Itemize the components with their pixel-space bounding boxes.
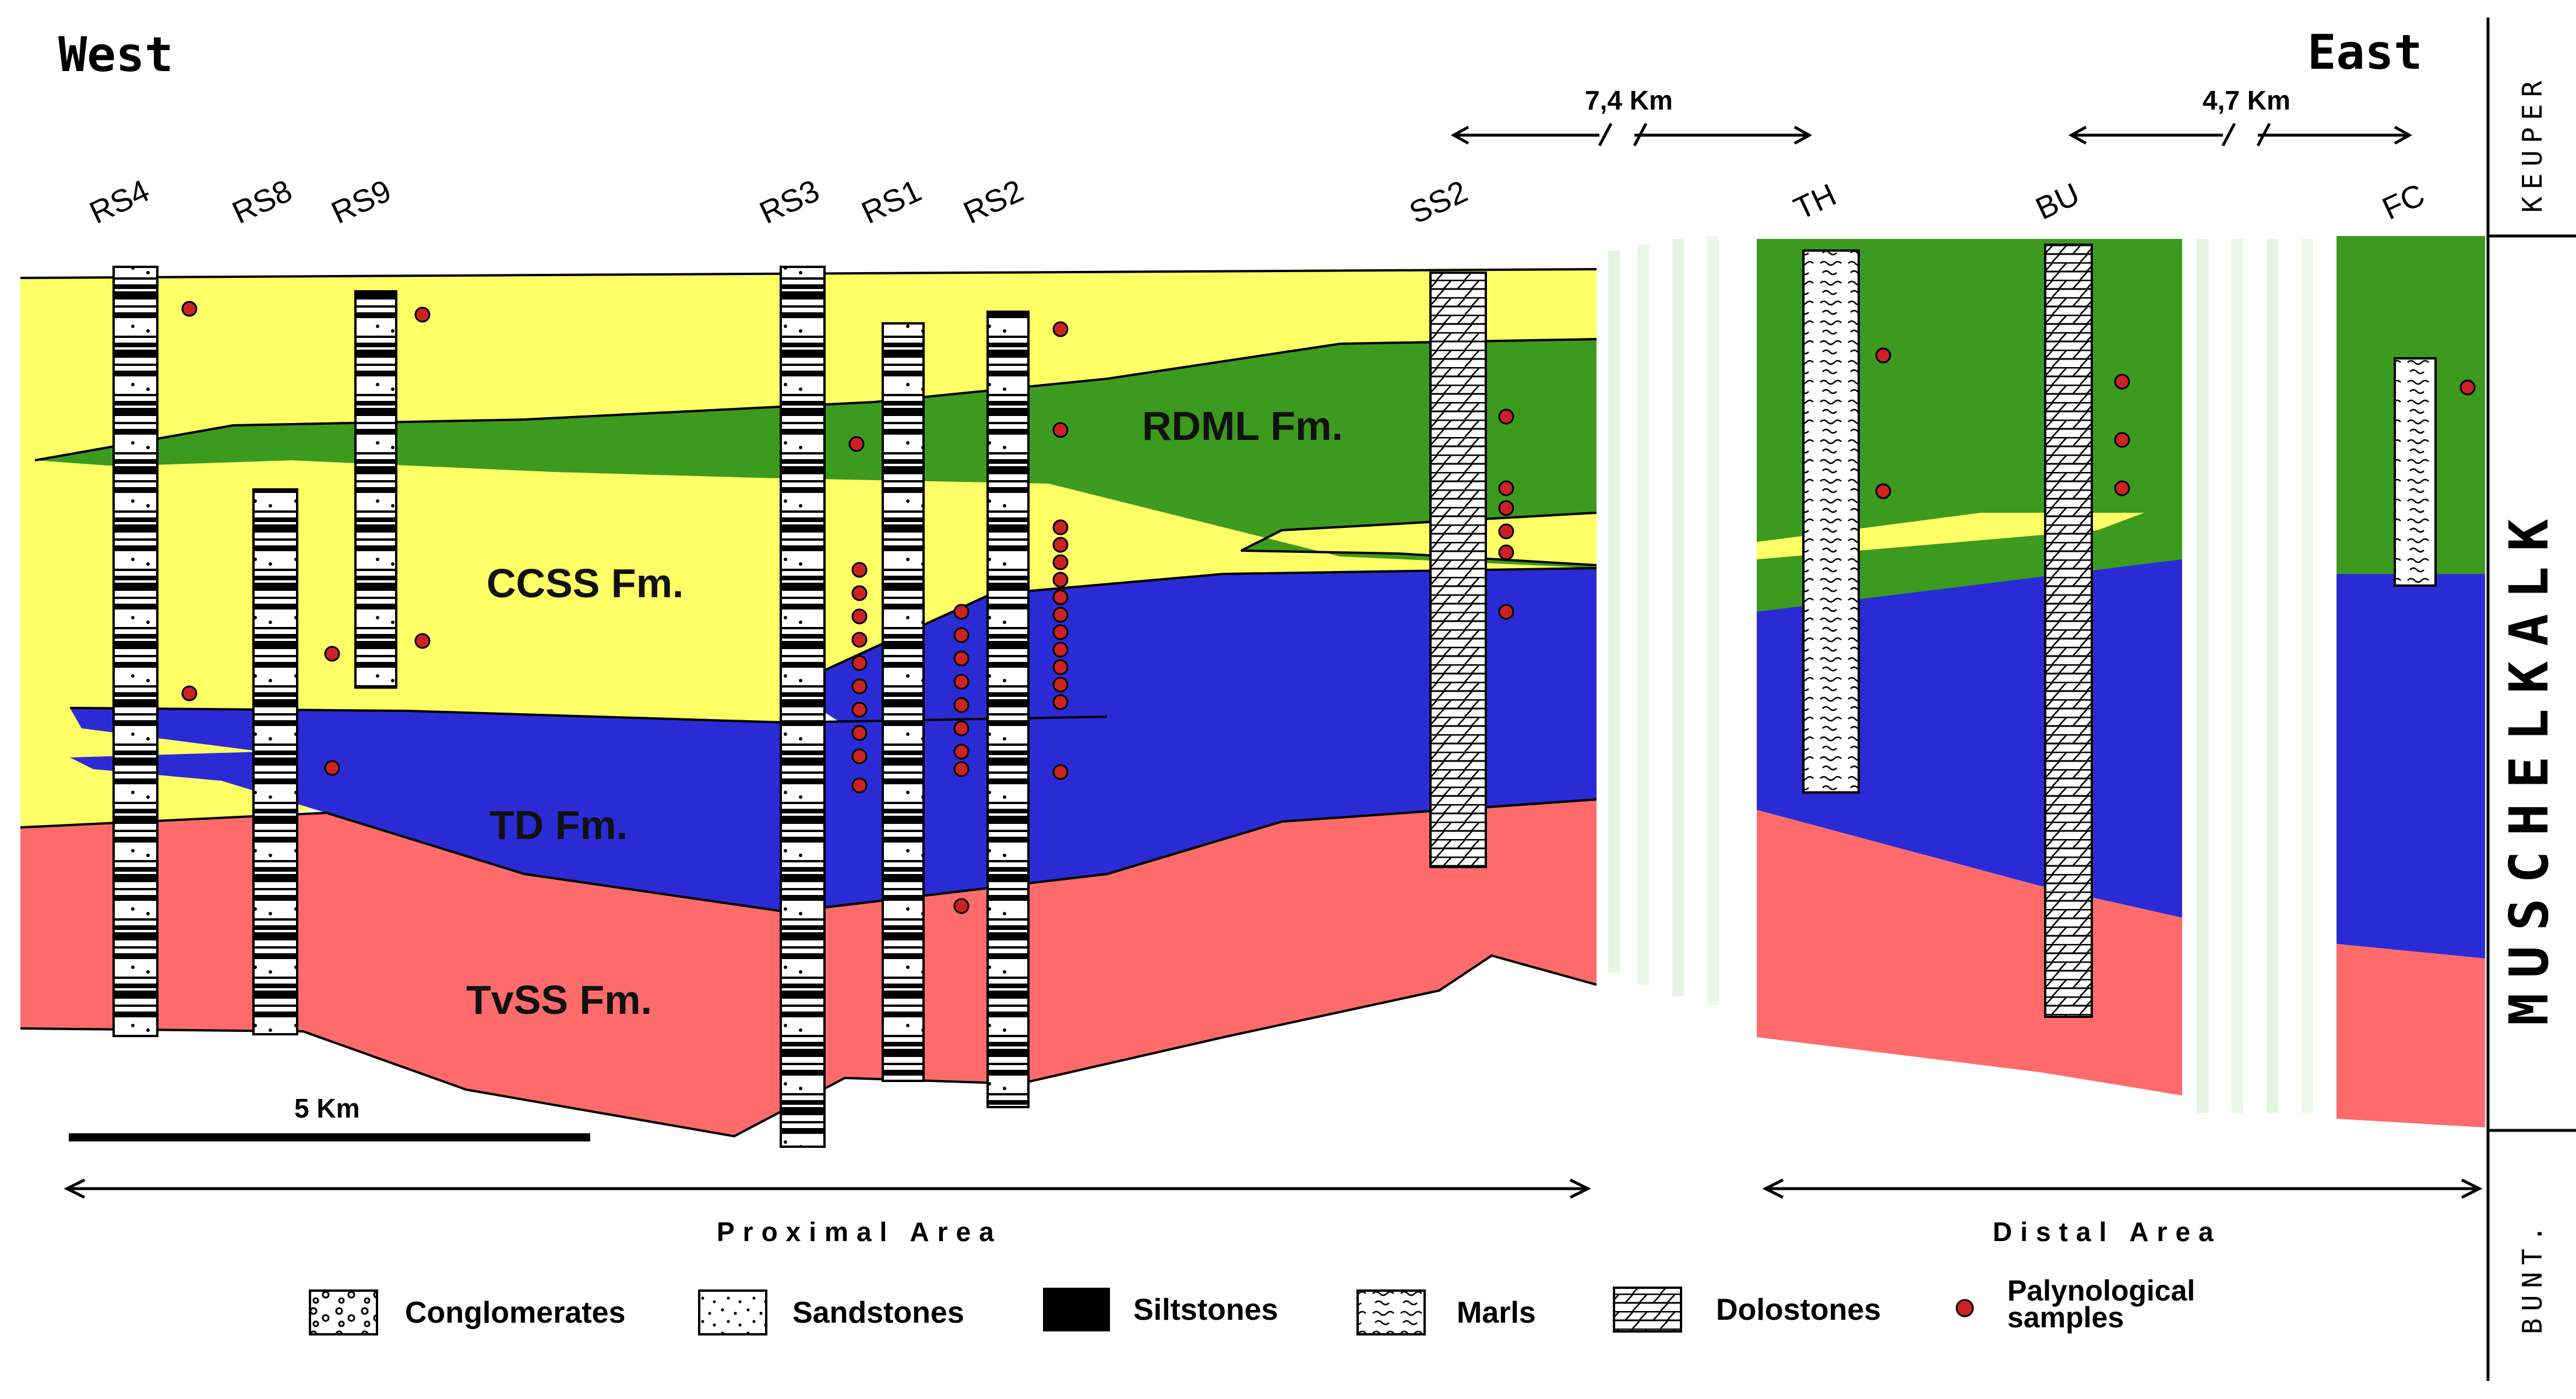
legend-siltstones-label: Siltstones bbox=[1133, 1293, 1278, 1327]
legend-dolostones-label: Dolostones bbox=[1716, 1293, 1881, 1327]
formation-label-td: TD Fm. bbox=[489, 802, 628, 848]
column-label-bu: BU bbox=[2031, 177, 2085, 227]
column-label-rs9: RS9 bbox=[326, 173, 397, 231]
legend-siltstones-swatch bbox=[1043, 1288, 1110, 1331]
distal-area-arrow bbox=[1762, 1178, 2483, 1199]
column-label-fc: FC bbox=[2377, 177, 2430, 227]
distance-gap1 bbox=[1450, 122, 1813, 147]
column-rs2-log bbox=[986, 311, 1030, 1108]
column-th-log bbox=[1802, 249, 1860, 794]
column-label-rs8: RS8 bbox=[227, 173, 298, 231]
formation-label-rdml: RDML Fm. bbox=[1142, 403, 1343, 449]
distance-label-gap1: 7,4 Km bbox=[1585, 85, 1673, 115]
legend-palynological-label-1: Palynological bbox=[2007, 1274, 2195, 1307]
proximal-area-label: Proximal Area bbox=[717, 1217, 1002, 1247]
legend: Conglomerates Sandstones Siltstones Marl… bbox=[309, 1274, 2195, 1335]
stratigraphy-strip bbox=[2486, 17, 2576, 1381]
legend-palynological-label-2: samples bbox=[2007, 1301, 2124, 1334]
column-label-th: TH bbox=[1789, 177, 1842, 227]
column-label-rs4: RS4 bbox=[84, 173, 155, 231]
column-label-ss2: SS2 bbox=[1404, 174, 1473, 231]
east-tvss-block-1 bbox=[1757, 810, 2182, 1095]
scale-bar-label: 5 Km bbox=[294, 1093, 360, 1123]
formation-label-ccss: CCSS Fm. bbox=[487, 561, 683, 606]
east-td-block-2 bbox=[2337, 574, 2485, 958]
distance-gap2 bbox=[2068, 122, 2413, 147]
column-rs9-log bbox=[354, 290, 397, 689]
legend-conglomerates-swatch bbox=[309, 1289, 378, 1335]
palynological-samples bbox=[181, 301, 2476, 914]
legend-sandstones-swatch bbox=[698, 1289, 767, 1335]
legend-conglomerates-label: Conglomerates bbox=[405, 1296, 626, 1330]
column-label-rs2: RS2 bbox=[958, 173, 1029, 231]
legend-palynological-swatch bbox=[1955, 1299, 1974, 1317]
proximal-area-arrow bbox=[64, 1178, 1591, 1199]
legend-dolostones-swatch bbox=[1613, 1287, 1682, 1333]
distance-label-gap2: 4,7 Km bbox=[2203, 85, 2290, 115]
column-rs3-log bbox=[780, 266, 826, 1148]
formation-label-tvss: TvSS Fm. bbox=[466, 977, 652, 1023]
column-labels: RS4 RS8 RS9 RS3 RS1 RS2 SS2 TH BU FC bbox=[84, 173, 2430, 231]
legend-sandstones-label: Sandstones bbox=[792, 1296, 964, 1330]
column-fc-log bbox=[2394, 357, 2437, 587]
legend-marls-label: Marls bbox=[1457, 1296, 1536, 1330]
scale-bar bbox=[69, 1133, 590, 1141]
column-rs4-log bbox=[112, 266, 158, 1037]
legend-marls-swatch bbox=[1356, 1289, 1426, 1335]
column-rs8-log bbox=[252, 488, 298, 1035]
column-bu-log bbox=[2044, 244, 2093, 1018]
strat-columns bbox=[112, 244, 2437, 1148]
strat-keuper: KEUPER bbox=[2517, 74, 2548, 213]
direction-east: East bbox=[2307, 25, 2422, 80]
direction-west: West bbox=[58, 27, 173, 83]
column-rs1-log bbox=[882, 322, 925, 1082]
formation-td-area bbox=[70, 708, 1597, 912]
strat-muschelkalk: MUSCHELKALK bbox=[2498, 504, 2560, 1026]
distal-area-label: Distal Area bbox=[1993, 1217, 2222, 1247]
east-tvss-block-2 bbox=[2337, 944, 2485, 1127]
column-label-rs3: RS3 bbox=[755, 173, 825, 231]
strat-bunt: BUNT. bbox=[2517, 1219, 2548, 1334]
column-label-rs1: RS1 bbox=[857, 173, 927, 231]
column-ss2-log bbox=[1429, 272, 1487, 868]
formation-labels: RDML Fm. CCSS Fm. TD Fm. TvSS Fm. bbox=[466, 403, 1343, 1023]
